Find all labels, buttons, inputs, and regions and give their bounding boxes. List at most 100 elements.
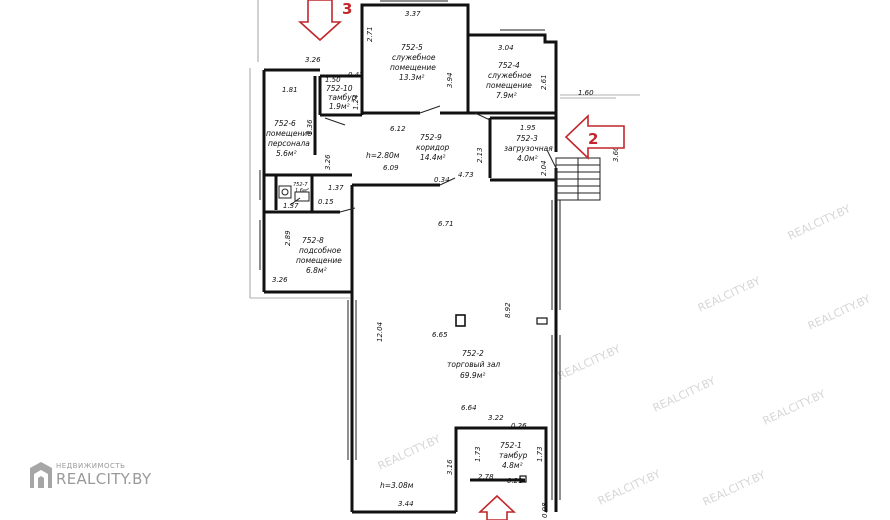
dimension-label: 3.37	[405, 10, 421, 18]
watermark-text: REALCITY.BY	[651, 374, 718, 414]
svg-text:7.9м²: 7.9м²	[496, 91, 517, 100]
svg-text:загрузочная: загрузочная	[504, 144, 553, 153]
dimension-label: 1.73	[474, 446, 482, 462]
svg-text:6.8м²: 6.8м²	[306, 266, 327, 275]
dimension-label: 1.24	[352, 94, 360, 110]
svg-text:подсобное: подсобное	[299, 246, 342, 255]
dimension-label: 1.95	[520, 124, 536, 132]
brand-name: REALCITY.BY	[56, 470, 152, 488]
dimension-label: 0.26	[511, 422, 527, 430]
dimension-label: 0.15	[318, 198, 334, 206]
dimension-label: 2.71	[366, 26, 374, 42]
dimension-label: 12.04	[376, 322, 384, 342]
dimension-label: 1.37	[283, 202, 299, 210]
dimension-label: 3.26	[324, 154, 332, 170]
dimension-label: 1.81	[282, 86, 298, 94]
svg-text:752-1: 752-1	[500, 441, 522, 450]
svg-text:тамбур: тамбур	[328, 93, 357, 102]
watermark-text: REALCITY.BY	[696, 274, 763, 314]
dimension-label: 1.37	[328, 184, 344, 192]
room-752-1-label: 752-1 тамбур 4.8м²	[499, 441, 528, 470]
svg-text:752-2: 752-2	[462, 349, 484, 358]
dimension-label: 0.34	[434, 176, 450, 184]
realcity-logo-icon	[30, 462, 52, 488]
room-752-2-label: 752-2 торговый зал 69.9м²	[447, 349, 500, 380]
svg-text:тамбур: тамбур	[499, 451, 528, 460]
dimension-label: 3.26	[305, 56, 321, 64]
svg-text:1.6м²: 1.6м²	[295, 188, 309, 194]
dimension-label: 3.26	[272, 276, 288, 284]
svg-text:служебное: служебное	[488, 71, 532, 80]
room-752-8-label: 752-8 подсобное помещение 6.8м²	[296, 236, 342, 275]
dimension-label: 0.42	[348, 71, 364, 79]
dimension-label: 6.12	[390, 125, 406, 133]
entrance-2-number: 2	[588, 130, 598, 148]
svg-text:торговый зал: торговый зал	[447, 360, 500, 369]
room-752-10-label: 752-10 тамбур 1.9м²	[326, 84, 357, 111]
room-752-5-label: 752-5 служебное помещение 13.3м²	[390, 43, 436, 82]
room-752-3-label: 752-3 загрузочная 4.0м²	[504, 134, 553, 163]
watermark-text: REALCITY.BY	[761, 387, 828, 427]
svg-text:служебное: служебное	[392, 53, 436, 62]
watermark-text: REALCITY.BY	[701, 468, 768, 508]
wc-fixtures	[278, 185, 310, 202]
svg-text:помещение: помещение	[296, 256, 342, 265]
dimension-label: 6.71	[438, 220, 454, 228]
svg-text:752-3: 752-3	[516, 134, 538, 143]
svg-text:5.6м²: 5.6м²	[276, 149, 297, 158]
room-752-4-label: 752-4 служебное помещение 7.9м²	[486, 61, 532, 100]
dimension-label: 2.13	[476, 147, 484, 163]
watermark-text: REALCITY.BY	[596, 467, 663, 507]
dimension-label: 6.64	[461, 404, 477, 412]
hall-height-label: h=3.08м	[380, 481, 414, 490]
svg-text:помещение: помещение	[390, 63, 436, 72]
svg-text:4.0м²: 4.0м²	[517, 154, 538, 163]
windows	[259, 0, 561, 500]
dimension-label: 3.04	[498, 44, 514, 52]
svg-text:помещение: помещение	[486, 81, 532, 90]
dimension-label: 1.50	[325, 76, 341, 84]
svg-text:помещение: помещение	[266, 129, 312, 138]
dimension-label: 8.92	[504, 302, 512, 318]
dimension-label: 3.16	[446, 459, 454, 475]
svg-text:752-6: 752-6	[274, 119, 296, 128]
watermark-text: REALCITY.BY	[786, 202, 853, 242]
dimension-label: 2.78	[478, 473, 494, 481]
dimension-label: 6.65	[432, 331, 448, 339]
entrance-1-arrow	[477, 494, 517, 520]
dimension-label: 3.94	[446, 72, 454, 88]
dimension-label: 0.98	[541, 502, 549, 518]
svg-text:752-7: 752-7	[293, 182, 308, 188]
dimension-label: 3.36	[306, 119, 314, 135]
dimension-label: 2.61	[540, 74, 548, 90]
svg-text:h=2.80м: h=2.80м	[366, 151, 400, 160]
walls	[262, 3, 558, 514]
room-labels: 752-5 служебное помещение 13.3м² 752-4 с…	[266, 43, 553, 490]
stairs	[555, 157, 601, 201]
dimension-labels: 3.37 2.71 3.26 1.50 0.42 3.04 2.61 1.60 …	[272, 10, 620, 518]
dimension-label: 6.09	[383, 164, 399, 172]
entrance-arrows: 3 2	[297, 0, 625, 520]
svg-text:1.9м²: 1.9м²	[329, 102, 350, 111]
context-lines	[249, 0, 640, 299]
watermark-text: REALCITY.BY	[556, 342, 623, 382]
dimension-label: 2.89	[284, 230, 292, 246]
entrance-2-arrow: 2	[564, 114, 625, 160]
svg-text:752-5: 752-5	[401, 43, 423, 52]
dimension-label: 2.04	[540, 160, 548, 176]
svg-text:752-4: 752-4	[498, 61, 520, 70]
svg-text:752-9: 752-9	[420, 133, 442, 142]
dimension-label: 4.73	[458, 171, 474, 179]
watermark-text: REALCITY.BY	[806, 292, 873, 332]
dimension-label: 3.60	[612, 146, 620, 162]
svg-text:персонала: персонала	[268, 139, 310, 148]
dimension-label: 1.60	[578, 89, 594, 97]
svg-text:14.4м²: 14.4м²	[420, 153, 445, 162]
svg-text:69.9м²: 69.9м²	[460, 371, 485, 380]
svg-text:752-10: 752-10	[326, 84, 353, 93]
dimension-label: 3.44	[398, 500, 414, 508]
svg-text:4.8м²: 4.8м²	[502, 461, 523, 470]
svg-text:13.3м²: 13.3м²	[399, 73, 424, 82]
dimension-label: 1.73	[536, 446, 544, 462]
